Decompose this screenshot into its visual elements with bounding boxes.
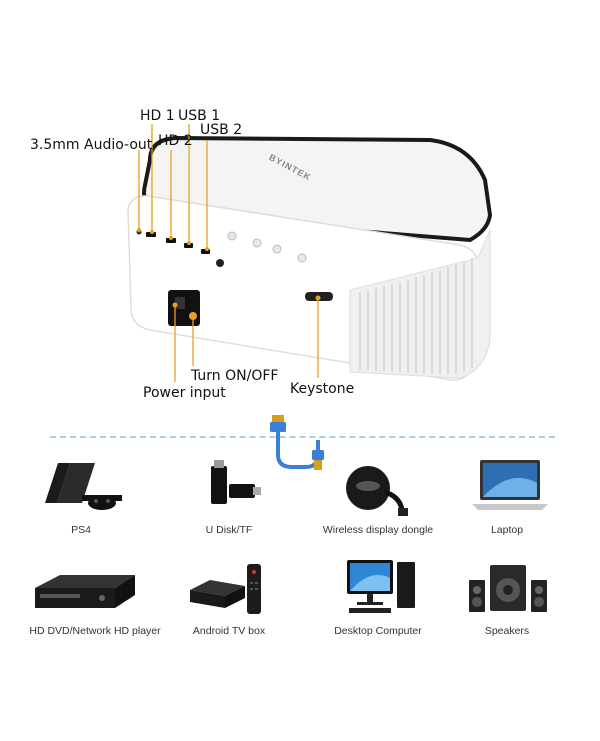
desktop-computer-icon <box>347 560 415 613</box>
display-dongle-icon <box>346 466 408 516</box>
section-divider <box>50 436 555 438</box>
usb-drive-icon <box>211 460 261 504</box>
callout-lines <box>138 124 319 382</box>
vent-grille <box>359 258 473 375</box>
dvd-player-icon <box>35 575 135 608</box>
label-hd2: HD 2 <box>158 133 193 149</box>
tv-box-icon <box>190 564 261 614</box>
device-label-dvd: HD DVD/Network HD player <box>29 625 161 637</box>
device-label-speakers: Speakers <box>484 625 530 637</box>
label-power-input: Power input <box>143 385 226 401</box>
device-label-ps4: PS4 <box>71 524 91 536</box>
device-label-desktop: Desktop Computer <box>334 625 422 637</box>
label-audio-out: 3.5mm Audio-out <box>30 137 153 153</box>
ps4-console-icon <box>45 463 122 510</box>
label-usb1: USB 1 <box>178 108 221 124</box>
label-usb2: USB 2 <box>200 122 243 138</box>
label-hd1: HD 1 <box>140 108 175 124</box>
device-label-laptop: Laptop <box>490 524 524 536</box>
device-label-udisk: U Disk/TF <box>205 524 253 536</box>
device-label-dongle: Wireless display dongle <box>322 524 434 536</box>
label-turn-on-off: Turn ON/OFF <box>191 368 279 384</box>
device-label-tvbox: Android TV box <box>192 625 266 637</box>
speakers-icon <box>469 565 547 612</box>
laptop-icon <box>472 460 548 510</box>
label-keystone: Keystone <box>290 381 355 397</box>
hdmi-cable-icon <box>270 415 324 470</box>
projector-illustration <box>127 124 493 382</box>
